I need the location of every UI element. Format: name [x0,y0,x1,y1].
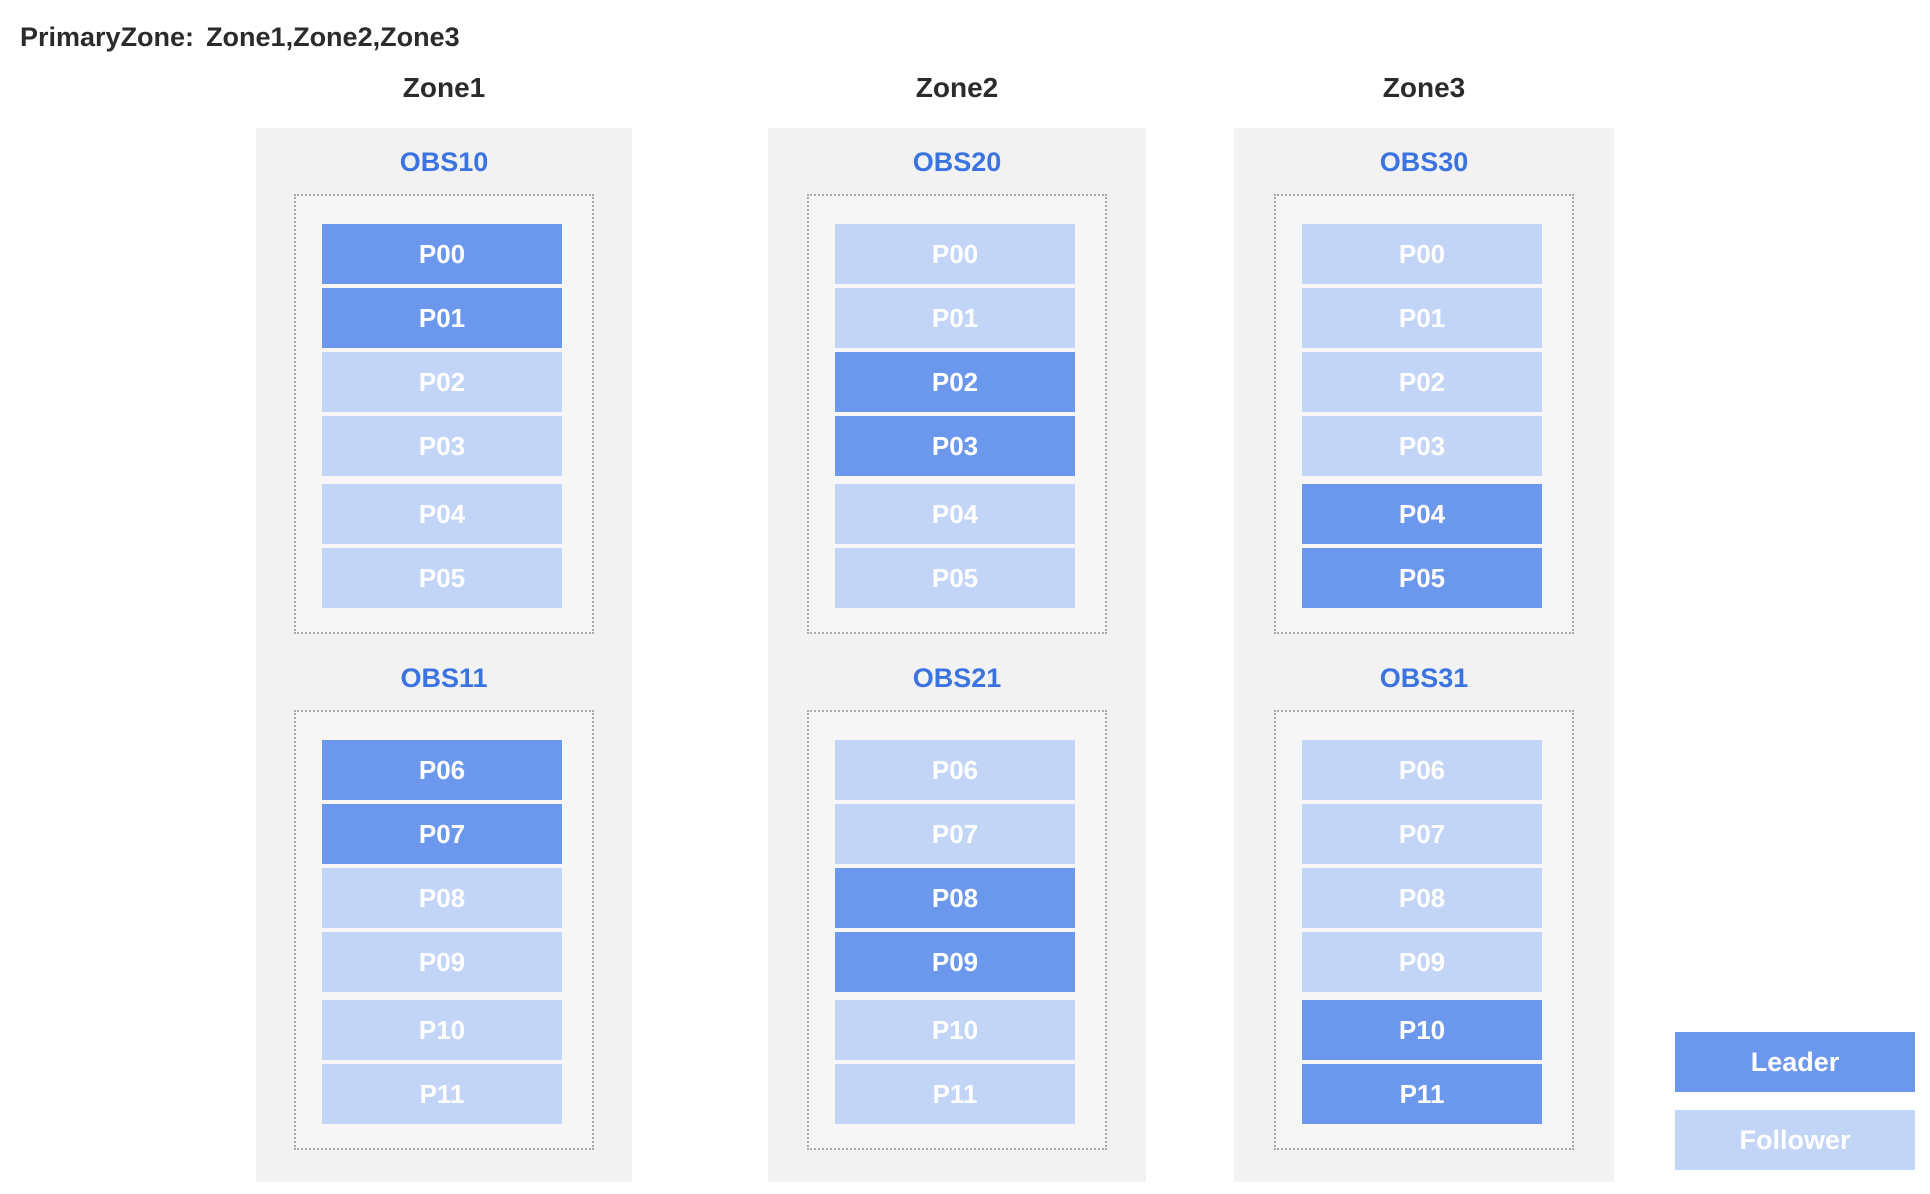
server-title: OBS30 [1379,147,1469,177]
partition-block: P04 [835,484,1075,544]
partition-block: P05 [835,548,1075,608]
partition-block: P10 [322,1000,562,1060]
partition-block: P11 [322,1064,562,1124]
partition-block: P08 [835,868,1075,928]
server-group: OBS20 P00 P01 P02 P03 P04 P05 [768,142,1146,634]
server-box: P00 P01 P02 P03 P04 P05 [807,194,1107,634]
partition-block: P00 [835,224,1075,284]
server-title: OBS11 [400,663,488,693]
zone-column-1: Zone1 OBS10 P00 P01 P02 P03 P04 P05 OBS1… [256,0,632,1194]
partition-block: P06 [835,740,1075,800]
server-group: OBS21 P06 P07 P08 P09 P10 P11 [768,658,1146,1150]
primary-zone-label: PrimaryZone: [20,22,195,52]
partition-block: P09 [1302,932,1542,992]
partition-block: P07 [835,804,1075,864]
server-box: P06 P07 P08 P09 P10 P11 [294,710,594,1150]
partition-list: P06 P07 P08 P09 P10 P11 [322,740,562,1128]
primary-zone-caption: PrimaryZone: Zone1,Zone2,Zone3 [20,22,460,53]
partition-block: P11 [1302,1064,1542,1124]
server-title: OBS20 [912,147,1002,177]
partition-block: P08 [1302,868,1542,928]
server-box: P00 P01 P02 P03 P04 P05 [294,194,594,634]
partition-block: P03 [322,416,562,476]
legend-leader: Leader [1675,1032,1915,1092]
zone-column-2: Zone2 OBS20 P00 P01 P02 P03 P04 P05 OBS2… [768,0,1146,1194]
server-group: OBS10 P00 P01 P02 P03 P04 P05 [256,142,632,634]
partition-list: P00 P01 P02 P03 P04 P05 [1302,224,1542,612]
partition-block: P03 [1302,416,1542,476]
server-title: OBS21 [912,663,1002,693]
legend-follower: Follower [1675,1110,1915,1170]
server-box: P06 P07 P08 P09 P10 P11 [1274,710,1574,1150]
zone-title: Zone3 [1382,72,1466,103]
partition-block: P10 [835,1000,1075,1060]
partition-block: P02 [1302,352,1542,412]
partition-block: P07 [322,804,562,864]
zone-title: Zone2 [915,72,999,103]
partition-block: P00 [1302,224,1542,284]
partition-block: P00 [322,224,562,284]
partition-block: P05 [322,548,562,608]
partition-block: P05 [1302,548,1542,608]
partition-block: P09 [322,932,562,992]
server-group: OBS31 P06 P07 P08 P09 P10 P11 [1234,658,1614,1150]
partition-block: P11 [835,1064,1075,1124]
partition-list: P00 P01 P02 P03 P04 P05 [835,224,1075,612]
partition-block: P07 [1302,804,1542,864]
partition-block: P02 [835,352,1075,412]
partition-list: P06 P07 P08 P09 P10 P11 [1302,740,1542,1128]
server-group: OBS11 P06 P07 P08 P09 P10 P11 [256,658,632,1150]
server-box: P00 P01 P02 P03 P04 P05 [1274,194,1574,634]
primary-zone-values: Zone1,Zone2,Zone3 [206,22,460,52]
partition-block: P08 [322,868,562,928]
partition-block: P10 [1302,1000,1542,1060]
partition-list: P00 P01 P02 P03 P04 P05 [322,224,562,612]
partition-block: P06 [1302,740,1542,800]
zone-column-3: Zone3 OBS30 P00 P01 P02 P03 P04 P05 OBS3… [1234,0,1614,1194]
server-box: P06 P07 P08 P09 P10 P11 [807,710,1107,1150]
partition-block: P03 [835,416,1075,476]
zone-title: Zone1 [402,72,486,103]
partition-block: P04 [1302,484,1542,544]
partition-block: P01 [1302,288,1542,348]
server-title: OBS10 [399,147,489,177]
partition-block: P01 [835,288,1075,348]
partition-block: P02 [322,352,562,412]
partition-block: P04 [322,484,562,544]
server-group: OBS30 P00 P01 P02 P03 P04 P05 [1234,142,1614,634]
partition-list: P06 P07 P08 P09 P10 P11 [835,740,1075,1128]
partition-block: P01 [322,288,562,348]
partition-block: P09 [835,932,1075,992]
server-title: OBS31 [1379,663,1469,693]
partition-block: P06 [322,740,562,800]
